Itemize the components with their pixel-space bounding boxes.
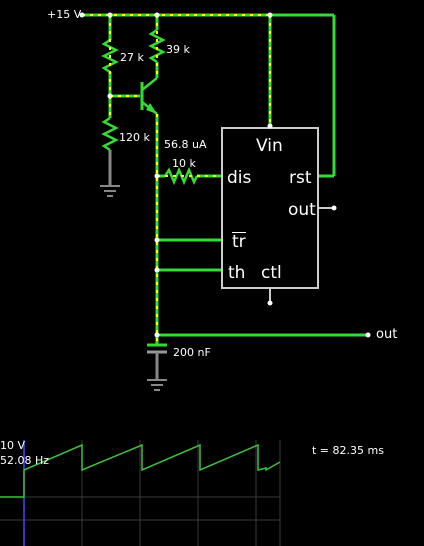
chip-vin-label: Vin <box>256 136 283 156</box>
chip-tr-label: tr <box>232 232 246 252</box>
chip-ctl-pin[interactable] <box>267 288 273 306</box>
resistor-r1[interactable] <box>101 15 119 96</box>
supply-voltage-label: +15 V <box>47 8 82 21</box>
chip-out-label: out <box>288 200 316 220</box>
chip-out-pin[interactable] <box>318 205 337 211</box>
chip-dis-label: dis <box>227 168 252 188</box>
resistor-r4[interactable] <box>157 166 222 186</box>
r1-value-label: 27 k <box>120 51 144 64</box>
scope-panel[interactable] <box>0 440 281 546</box>
r4-value-label: 10 k <box>172 157 196 170</box>
chip-ctl-label: ctl <box>261 263 282 283</box>
r2-value-label: 39 k <box>166 43 190 56</box>
r3-value-label: 120 k <box>119 131 150 144</box>
scope-trace <box>0 443 281 498</box>
simulation-time-label: t = 82.35 ms <box>312 444 384 457</box>
resistor-r2[interactable] <box>148 15 166 78</box>
chip-th-label: th <box>228 263 246 283</box>
chip-rst-label: rst <box>289 168 312 188</box>
ground-symbol-2 <box>147 379 167 391</box>
scope-frequency-label: 52.08 Hz <box>0 454 50 467</box>
resistor-r3[interactable] <box>101 96 119 186</box>
current-readout-label: 56.8 uA <box>164 138 207 151</box>
capacitor-c1[interactable] <box>147 343 167 380</box>
transistor-q1[interactable] <box>110 77 158 115</box>
scope-max-voltage-label: 10 V <box>0 439 26 452</box>
circuit-nodes <box>79 12 371 338</box>
output-label: out <box>376 327 398 342</box>
supply-rail[interactable] <box>82 13 336 178</box>
ground-symbol-1 <box>100 185 120 197</box>
capacitor-value-label: 200 nF <box>173 346 211 359</box>
